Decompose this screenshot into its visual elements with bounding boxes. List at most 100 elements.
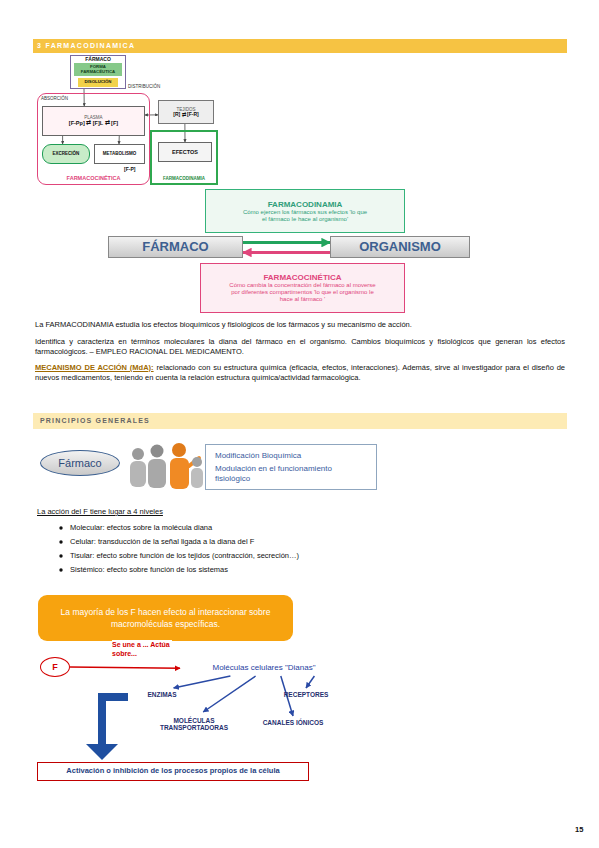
connector-arrow xyxy=(118,136,119,144)
node-heading: ORGANISMO xyxy=(359,240,441,255)
formula-label: [F-P] xyxy=(124,166,146,173)
drawing-part xyxy=(151,445,164,458)
bullet-dots xyxy=(59,526,62,571)
drawing-part xyxy=(59,554,62,557)
node-heading: La mayoría de los F hacen efecto al inte… xyxy=(50,606,281,631)
section-heading: PRINCIPIOS GENERALES xyxy=(40,416,290,425)
connector-arrow xyxy=(145,114,158,115)
drawing-part xyxy=(148,459,166,488)
node-body: Modulación en el funcionamiento fisiológ… xyxy=(215,464,367,482)
concept-box: FÁRMACO xyxy=(108,236,243,258)
connector-arrow xyxy=(70,667,180,668)
node-heading: FARMACODINAMIA xyxy=(163,176,205,181)
bullet-item-text: Celular: transducción de la señal ligada… xyxy=(70,537,254,546)
node-heading: Fármaco xyxy=(58,457,101,470)
bent-arrow xyxy=(86,693,128,760)
bullet-item-text: Sistémico: efecto sobre función de los s… xyxy=(70,565,228,574)
node-heading: METABOLISMO xyxy=(103,151,136,156)
paragraph: Identifica y caracteriza en términos mol… xyxy=(35,337,565,357)
bullet-item: Celular: transducción de la señal ligada… xyxy=(70,537,550,547)
node-body: [F-Pp] ⇄ [F]L ⇄ [F] xyxy=(69,120,118,126)
definition-box: FARMACODINAMIACómo ejercen los fármacos … xyxy=(205,189,405,233)
connector-arrow xyxy=(306,676,314,688)
effects-box: EFECTOS xyxy=(158,142,212,162)
plasma-box: PLASMA[F-Pp] ⇄ [F]L ⇄ [F] xyxy=(42,106,145,136)
paragraph: La FARMACODINAMIA estudia los efectos bi… xyxy=(35,320,565,330)
paragraph-text: La FARMACODINAMIA estudia los efectos bi… xyxy=(35,320,412,329)
target-label: RECEPTORES xyxy=(270,688,342,701)
connector-arrow xyxy=(174,676,231,688)
target-label: MOLÉCULAS TRANSPORTADORAS xyxy=(148,712,240,736)
arrow-label: ABSORCIÓN xyxy=(41,96,81,102)
bullet-item-text: Molecular: efectos sobre la molécula dia… xyxy=(70,523,212,532)
node-heading: EFECTOS xyxy=(172,149,198,155)
target-heading: Moléculas celulares "Dianas" xyxy=(180,659,348,676)
node-body: Cómo ejercen los fármacos sus efectos 'l… xyxy=(241,209,369,223)
heading-bar xyxy=(33,413,567,429)
node-heading: Modificación Bioquímica xyxy=(215,451,301,460)
list-heading-text: La acción del F tiene lugar a 4 niveles xyxy=(37,507,163,516)
drawing-part xyxy=(130,461,146,487)
region-outline: FARMACODINAMIA EFECTOS xyxy=(150,130,218,185)
arrow-label-text: ABSORCIÓN xyxy=(41,96,68,101)
paragraph-text: MECANISMO DE ACCIÓN (MdA): xyxy=(35,363,154,372)
drawing-part xyxy=(132,448,144,460)
title-text: 3 FARMACODINAMICA xyxy=(37,42,135,49)
bullet-item: Tisular: efecto sobre función de los tej… xyxy=(70,551,550,561)
dissolution-box: DISOLUCIÓN xyxy=(78,78,118,87)
drawing-part xyxy=(170,458,189,489)
node-heading: FARMACODINAMIA xyxy=(268,200,343,209)
node-heading: FÁRMACO xyxy=(85,57,111,63)
connector-arrow xyxy=(243,241,330,244)
connector-arrow xyxy=(184,124,185,142)
bullet-item: Sistémico: efecto sobre función de los s… xyxy=(70,565,550,575)
effect-box: Modificación BioquímicaModulación en el … xyxy=(205,444,377,490)
metabolism-box: METABOLISMO xyxy=(94,144,145,164)
arrow-label-text: DISTRIBUCIÓN xyxy=(128,84,160,89)
node-heading: Moléculas celulares "Dianas" xyxy=(212,663,315,672)
node-heading: FARMACOCINÉTICA xyxy=(263,273,341,282)
page-number-text: 15 xyxy=(575,825,583,834)
node-heading: ENZIMAS xyxy=(147,691,176,698)
section-title: 3 FARMACODINAMICA xyxy=(37,40,537,52)
highlight-box: La mayoría de los F hacen efecto al inte… xyxy=(38,595,293,641)
node-body: Cómo cambia la concentración del fármaco… xyxy=(228,282,378,303)
tissue-box: TEJIDOS[R] ⇄ [F-R] xyxy=(158,100,214,124)
people-illustration xyxy=(130,443,203,489)
node-heading: Activación o inhibición de los procesos … xyxy=(66,767,279,776)
result-box: Activación o inhibición de los procesos … xyxy=(37,762,309,781)
formula-label-text: [F-P] xyxy=(124,166,135,172)
edge-label-text: Se une a ... Actúa sobre... xyxy=(112,641,170,657)
target-label: ENZIMAS xyxy=(133,688,191,701)
list-heading: La acción del F tiene lugar a 4 niveles xyxy=(37,507,337,517)
arrow-label: DISTRIBUCIÓN xyxy=(128,84,170,90)
heading-bar xyxy=(33,39,567,53)
drug-box: FÁRMACOFORMA FARMACÉUTICA DISOLUCIÓN xyxy=(70,55,126,89)
drug-oval: Fármaco xyxy=(40,450,120,476)
page-number: 15 xyxy=(575,825,595,835)
bullet-item: Molecular: efectos sobre la molécula dia… xyxy=(70,523,550,533)
dosage-form-box: FORMA FARMACÉUTICA xyxy=(74,63,122,76)
drawing-part xyxy=(191,468,203,488)
definition-box: FARMACOCINÉTICACómo cambia la concentrac… xyxy=(200,263,405,313)
drawing-part xyxy=(59,526,62,529)
node-heading: PLASMA xyxy=(84,115,102,120)
bullet-item-text: Tisular: efecto sobre función de los tej… xyxy=(70,551,299,560)
section-heading-text: PRINCIPIOS GENERALES xyxy=(40,417,150,424)
node-heading: DISOLUCIÓN xyxy=(85,80,112,85)
node-heading: FARMACOCINÉTICA xyxy=(67,175,121,181)
excretion-box: EXCRECIÓN xyxy=(42,144,90,164)
node-body: [R] ⇄ [F-R] xyxy=(173,112,198,118)
drug-circle: F xyxy=(40,657,70,677)
connector-arrow xyxy=(203,676,255,712)
connector-arrow xyxy=(243,251,330,254)
target-label: CANALES IÓNICOS xyxy=(246,716,340,729)
node-heading: MOLÉCULAS TRANSPORTADORAS xyxy=(148,717,240,732)
paragraph: MECANISMO DE ACCIÓN (MdA):relacionado co… xyxy=(35,363,565,383)
drawing-part xyxy=(192,457,202,467)
node-heading: EXCRECIÓN xyxy=(53,151,80,156)
connector-arrow xyxy=(84,89,85,106)
connector-arrow xyxy=(62,136,63,144)
